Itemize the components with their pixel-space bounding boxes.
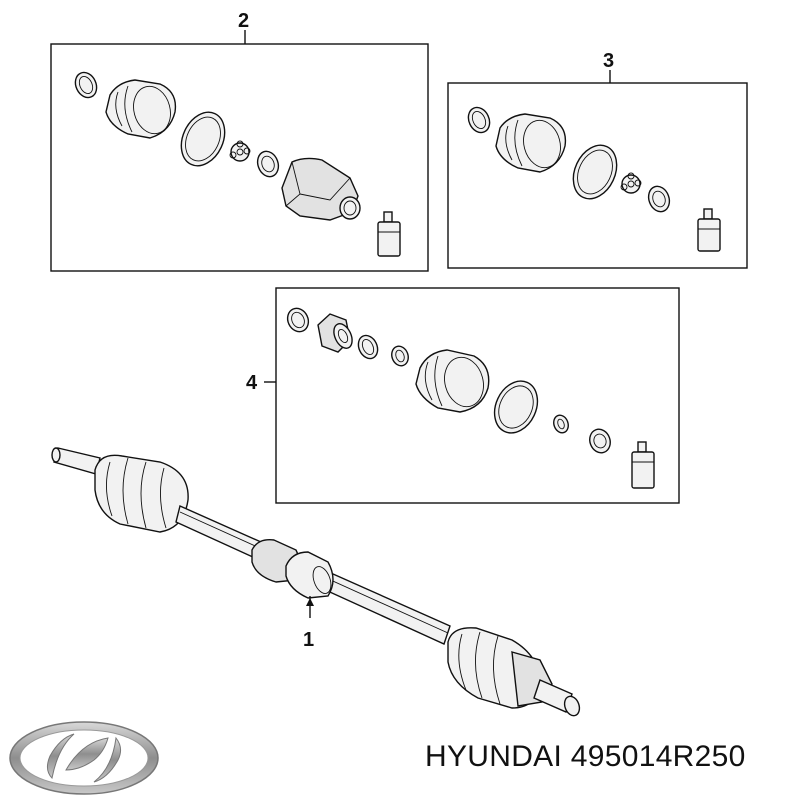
kit-4-ring-b [357, 334, 379, 360]
kit-3-group: 3 [447, 50, 748, 269]
kit-4-ring-d [553, 414, 569, 434]
kit-2-bearing [229, 140, 251, 162]
hyundai-logo-icon [9, 721, 159, 795]
kit-2-small-ring [74, 71, 98, 99]
kit-2-group: 2 [50, 10, 429, 272]
kit-4-ring-e [589, 428, 611, 454]
kit-2-boot [105, 79, 177, 139]
kit-2-grease-tube [377, 211, 401, 257]
kit-3-grease-tube [697, 208, 721, 252]
part-caption: HYUNDAI 495014R250 [425, 740, 746, 774]
kit-4-group: 4 [246, 287, 680, 504]
callout-2: 2 [238, 10, 249, 32]
callout-3: 3 [603, 50, 614, 72]
kit-3-small-ring [467, 106, 491, 134]
kit-4-boot [415, 349, 490, 413]
drive-shaft-assembly: 1 [51, 447, 581, 717]
kit-2-clamp-ring [180, 111, 226, 167]
kit-4-ring-c [391, 345, 409, 367]
kit-4-damper [317, 313, 353, 353]
kit-4-clamp-ring [493, 380, 539, 434]
kit-3-bearing [620, 172, 642, 194]
kit-3-clamp-ring [572, 144, 618, 200]
kit-4-small-ring [286, 307, 310, 333]
kit-2-frame [50, 43, 429, 272]
kit-3-frame [447, 82, 748, 269]
kit-3-boot [495, 113, 567, 173]
part-number: 495014R250 [570, 740, 746, 773]
kit-2-snap-ring [256, 150, 280, 178]
kit-4-grease-tube [631, 441, 655, 489]
callout-4: 4 [246, 372, 258, 394]
kit-4-frame [275, 287, 680, 504]
callout-1: 1 [303, 629, 314, 651]
kit-2-joint-housing [281, 157, 361, 221]
brand-name: HYUNDAI [425, 740, 563, 773]
kit-3-snap-ring [647, 185, 671, 213]
